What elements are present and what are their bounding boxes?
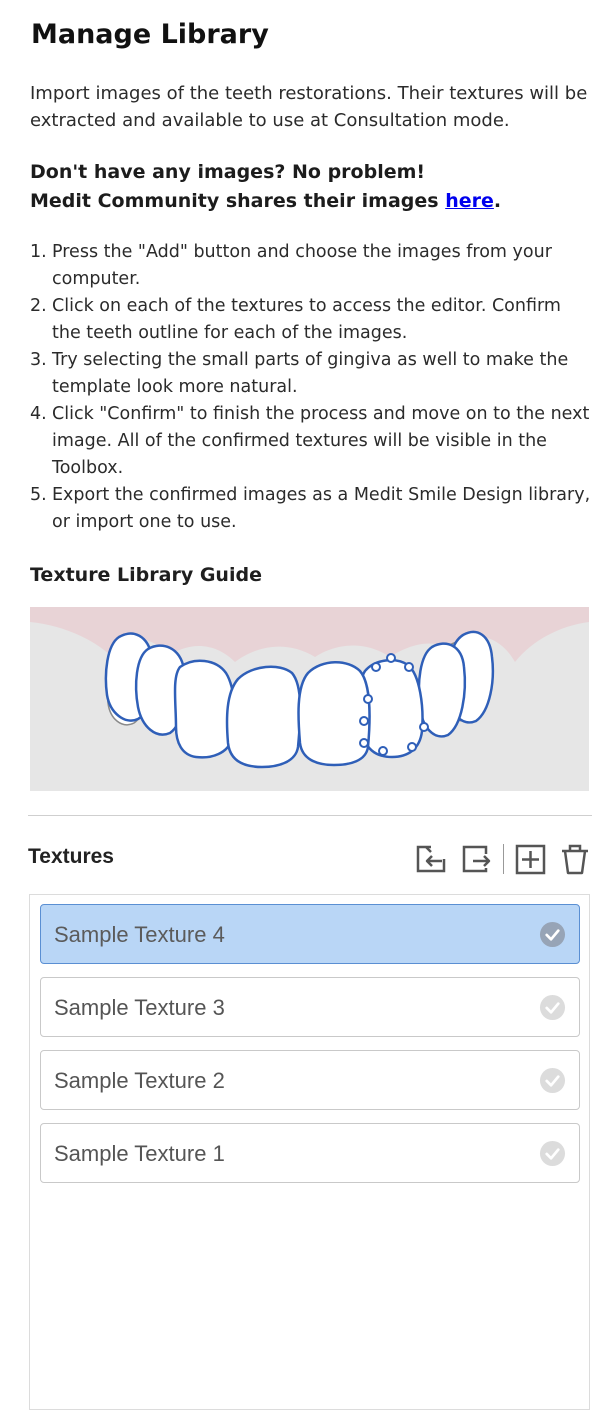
import-icon[interactable] bbox=[414, 841, 448, 877]
textures-list-panel: Sample Texture 4 Sample Texture 3 Sample… bbox=[29, 894, 590, 1410]
step-number: 4. bbox=[30, 404, 47, 424]
texture-name: Sample Texture 2 bbox=[54, 1068, 225, 1093]
instruction-steps: 1.Press the "Add" button and choose the … bbox=[30, 239, 595, 536]
texture-name: Sample Texture 3 bbox=[54, 995, 225, 1020]
texture-name: Sample Texture 4 bbox=[54, 922, 225, 947]
texture-item-1[interactable]: Sample Texture 1 bbox=[40, 1123, 580, 1183]
promo-line-2-end: . bbox=[493, 190, 502, 212]
delete-icon[interactable] bbox=[558, 841, 592, 877]
page-title: Manage Library bbox=[31, 19, 269, 50]
step-text: Press the "Add" button and choose the im… bbox=[52, 242, 552, 289]
community-promo: Don't have any images? No problem! Medit… bbox=[30, 158, 600, 216]
check-circle-icon[interactable] bbox=[539, 1067, 566, 1094]
promo-line-1: Don't have any images? No problem! bbox=[30, 161, 426, 183]
guide-heading: Texture Library Guide bbox=[30, 564, 262, 586]
export-icon[interactable] bbox=[460, 841, 494, 877]
textures-heading: Textures bbox=[28, 845, 114, 868]
step-item: 4.Click "Confirm" to finish the process … bbox=[30, 401, 595, 482]
texture-item-3[interactable]: Sample Texture 3 bbox=[40, 977, 580, 1037]
step-item: 3.Try selecting the small parts of gingi… bbox=[30, 347, 595, 401]
step-text: Click "Confirm" to finish the process an… bbox=[52, 404, 590, 478]
step-text: Export the confirmed images as a Medit S… bbox=[52, 485, 591, 532]
selection-points bbox=[359, 653, 429, 756]
promo-line-2-text: Medit Community shares their images bbox=[30, 190, 446, 212]
check-circle-icon[interactable] bbox=[539, 921, 566, 948]
check-circle-icon[interactable] bbox=[539, 1140, 566, 1167]
step-text: Click on each of the textures to access … bbox=[52, 296, 561, 343]
tooth-outlines bbox=[104, 630, 495, 769]
step-item: 2.Click on each of the textures to acces… bbox=[30, 293, 595, 347]
check-circle-icon[interactable] bbox=[539, 994, 566, 1021]
step-item: 5.Export the confirmed images as a Medit… bbox=[30, 482, 595, 536]
add-icon[interactable] bbox=[514, 841, 548, 877]
texture-item-2[interactable]: Sample Texture 2 bbox=[40, 1050, 580, 1110]
toolbar-separator bbox=[503, 844, 504, 874]
texture-item-4[interactable]: Sample Texture 4 bbox=[40, 904, 580, 964]
texture-guide-illustration bbox=[30, 607, 589, 791]
step-text: Try selecting the small parts of gingiva… bbox=[52, 350, 569, 397]
step-number: 5. bbox=[30, 485, 47, 505]
intro-text: Import images of the teeth restorations.… bbox=[30, 83, 588, 131]
section-divider bbox=[28, 815, 592, 816]
step-number: 1. bbox=[30, 242, 47, 262]
textures-toolbar bbox=[414, 841, 592, 877]
texture-name: Sample Texture 1 bbox=[54, 1141, 225, 1166]
community-here-link[interactable]: here bbox=[445, 190, 494, 212]
step-number: 3. bbox=[30, 350, 47, 370]
step-item: 1.Press the "Add" button and choose the … bbox=[30, 239, 595, 293]
step-number: 2. bbox=[30, 296, 47, 316]
